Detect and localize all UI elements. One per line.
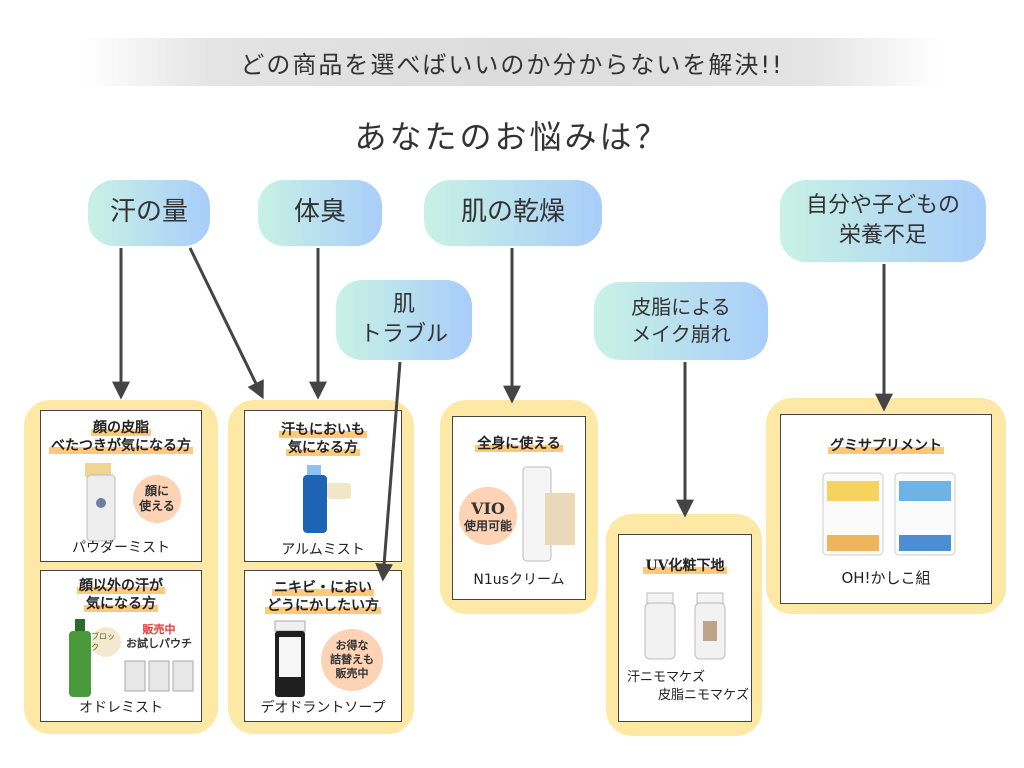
- n1us-cream-tube: [522, 466, 575, 562]
- page-title: あなたのお悩みは？: [354, 118, 670, 156]
- concern-sweat-label: 汗の量: [109, 197, 188, 228]
- concern-odor[interactable]: 体臭: [258, 180, 382, 246]
- concern-nutrition-line2: 栄養不足: [838, 223, 927, 248]
- card-odor-mist[interactable]: 顔以外の汗が 気になる方 ブロック 販売中 お試しパウチ オドレミスト: [40, 570, 202, 722]
- badge-line: 使用可能: [463, 518, 512, 533]
- concern-sweat[interactable]: 汗の量: [88, 180, 210, 246]
- concern-makeup-line2: メイク崩れ: [631, 322, 731, 346]
- card-uv-base-title: UV化粧下地: [619, 557, 751, 575]
- odor-mist-block-label: ブロック: [91, 627, 121, 657]
- badge-line: お得な: [335, 639, 369, 653]
- product-name: N1usクリーム: [473, 572, 565, 588]
- concern-makeup-line1: 皮脂による: [631, 295, 731, 319]
- card-alum-mist-title: 汗もにおいも 気になる方: [245, 421, 401, 457]
- deodorant-soap-badge: お得な 詰替えも 販売中: [321, 629, 383, 691]
- uv-base-bottles: [644, 592, 726, 660]
- badge-line: VIO: [471, 498, 505, 518]
- product-name: OH!かしこ組: [841, 569, 931, 587]
- concern-skin-trouble[interactable]: 肌 トラブル: [336, 280, 472, 360]
- title-line: 顔以外の汗が: [77, 578, 165, 594]
- card-powder-mist[interactable]: 顔の皮脂 べたつきが気になる方 顔に 使える パウダーミスト: [40, 410, 202, 562]
- badge-line: 販売中: [335, 666, 369, 680]
- product-name: パウダーミスト: [72, 540, 170, 556]
- trial-pouches: [124, 660, 194, 692]
- card-gummy[interactable]: グミサプリメント OH!かしこ組: [780, 414, 992, 604]
- concern-odor-label: 体臭: [293, 197, 346, 228]
- banner-text: どの商品を選べばいいのか分からないを解決!!: [240, 50, 784, 79]
- badge-line: 詰替えも: [330, 653, 374, 667]
- concern-makeup[interactable]: 皮脂による メイク崩れ: [594, 282, 768, 360]
- concern-skin-trouble-line1: 肌: [392, 292, 415, 318]
- odor-mist-bottle: [69, 619, 91, 697]
- card-n1us-cream-title: 全身に使える: [453, 435, 585, 453]
- title-line: グミサプリメント: [828, 438, 944, 454]
- concern-dry-skin[interactable]: 肌の乾燥: [424, 180, 602, 246]
- alum-mist-bottle: [303, 465, 351, 533]
- concern-dry-skin-label: 肌の乾燥: [460, 197, 565, 228]
- title-line: 気になる方: [286, 440, 360, 457]
- uv-base-names: 汗ニモマケズ 皮脂ニモマケズ: [627, 669, 749, 705]
- card-deodorant-soap-title: ニキビ・におい どうにかしたい方: [245, 579, 401, 615]
- product-name: アルムミスト: [281, 542, 365, 558]
- badge-pouch: お試しパウチ: [126, 637, 192, 651]
- title-line: ニキビ・におい: [272, 580, 374, 596]
- top-banner: どの商品を選べばいいのか分からないを解決!!: [82, 38, 942, 86]
- deodorant-soap-bottle: [274, 620, 306, 697]
- odor-mist-badge: 販売中 お試しパウチ: [117, 623, 201, 652]
- card-uv-base[interactable]: UV化粧下地 汗ニモマケズ 皮脂ニモマケズ: [618, 534, 752, 722]
- concern-skin-trouble-line2: トラブル: [359, 322, 448, 347]
- title-line: 顔の皮脂: [91, 420, 151, 436]
- product-name-2: 皮脂ニモマケズ: [657, 688, 749, 704]
- product-name-1: 汗ニモマケズ: [627, 670, 706, 685]
- card-n1us-cream[interactable]: 全身に使える VIO 使用可能 N1usクリーム: [452, 416, 586, 600]
- badge-line: 顔に: [144, 484, 169, 498]
- concern-nutrition[interactable]: 自分や子どもの 栄養不足: [780, 180, 986, 262]
- card-odor-mist-title: 顔以外の汗が 気になる方: [41, 577, 201, 613]
- product-name: デオドラントソープ: [260, 700, 386, 716]
- powder-mist-badge: 顔に 使える: [133, 475, 181, 523]
- badge-sale: 販売中: [142, 623, 176, 636]
- title-line: UV化粧下地: [643, 558, 727, 574]
- arrow-skin-to-soap: [375, 361, 402, 582]
- title-line: 気になる方: [84, 596, 158, 613]
- title-line: 汗もにおいも: [279, 422, 367, 438]
- card-gummy-title: グミサプリメント: [781, 437, 991, 455]
- title-line: どうにかしたい方: [265, 598, 381, 615]
- block-label-text: ブロック: [91, 632, 115, 652]
- card-alum-mist[interactable]: 汗もにおいも 気になる方 アルムミスト: [244, 410, 402, 562]
- arrow-sweat-to-alum: [188, 247, 264, 400]
- concern-nutrition-line1: 自分や子どもの: [805, 193, 960, 219]
- powder-mist-bottle: [85, 463, 116, 542]
- product-name: オドレミスト: [79, 700, 163, 716]
- gummy-packages: [822, 472, 956, 556]
- title-line: 全身に使える: [475, 436, 563, 452]
- card-deodorant-soap[interactable]: ニキビ・におい どうにかしたい方 お得な 詰替えも 販売中 デオドラントソープ: [244, 570, 402, 722]
- badge-line: 使える: [139, 499, 175, 513]
- card-powder-mist-title: 顔の皮脂 べたつきが気になる方: [41, 419, 201, 455]
- n1us-cream-badge: VIO 使用可能: [459, 487, 517, 545]
- title-line: べたつきが気になる方: [49, 438, 193, 455]
